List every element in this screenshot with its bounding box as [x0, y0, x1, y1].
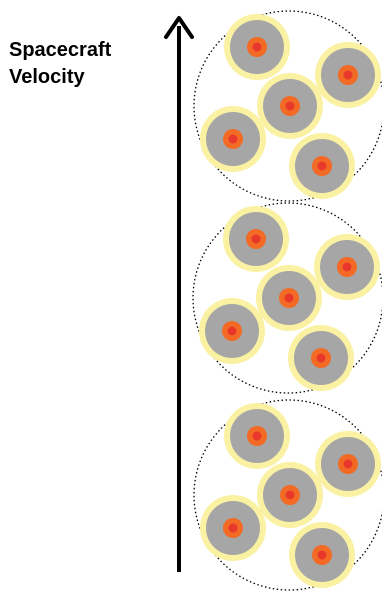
- layered-particle-icon: [315, 42, 381, 108]
- particle-core: [318, 162, 327, 171]
- layered-particle-icon: [315, 431, 381, 497]
- layered-particle-icon: [223, 206, 289, 272]
- cluster-top: [194, 11, 382, 201]
- particle-core: [344, 71, 353, 80]
- particle-core: [253, 432, 262, 441]
- layered-particle-icon: [224, 403, 290, 469]
- layered-particle-icon: [289, 133, 355, 199]
- layered-particle-icon: [257, 73, 323, 139]
- cluster-bottom: [194, 400, 382, 590]
- layered-particle-icon: [256, 265, 322, 331]
- layered-particle-icon: [314, 234, 380, 300]
- particle-core: [286, 491, 295, 500]
- particle-core: [286, 102, 295, 111]
- particle-core: [228, 327, 237, 336]
- particle-core: [318, 551, 327, 560]
- layered-particle-icon: [224, 14, 290, 80]
- particle-core: [285, 294, 294, 303]
- particle-core: [317, 354, 326, 363]
- layered-particle-icon: [257, 462, 323, 528]
- particle-core: [343, 263, 352, 272]
- layered-particle-icon: [199, 298, 265, 364]
- particle-core: [229, 135, 238, 144]
- layered-particle-icon: [288, 325, 354, 391]
- layered-particle-icon: [289, 522, 355, 588]
- particle-core: [344, 460, 353, 469]
- layered-particle-icon: [200, 495, 266, 561]
- layered-particle-icon: [200, 106, 266, 172]
- velocity-arrow: [166, 18, 192, 572]
- cluster-middle: [193, 203, 382, 393]
- particle-core: [229, 524, 238, 533]
- particle-core: [252, 235, 261, 244]
- particle-clusters: [193, 11, 382, 590]
- particle-core: [253, 43, 262, 52]
